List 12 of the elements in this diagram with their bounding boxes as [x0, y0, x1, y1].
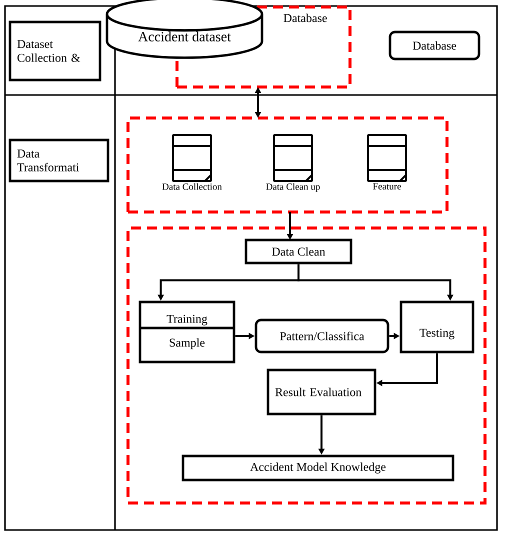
- database-box: Database: [388, 30, 480, 60]
- process-box: Result Evaluation: [266, 368, 376, 416]
- dashed-region: [126, 226, 486, 504]
- database-cylinder: Accident dataset: [106, 0, 264, 59]
- dashed-region: [126, 116, 448, 214]
- process-box: Training Sample: [138, 300, 236, 364]
- process-box: Accident Model Knowledge: [182, 454, 454, 482]
- process-box: Data Clean: [244, 238, 352, 264]
- process-box: Testing: [400, 300, 474, 354]
- lane-label-box: Data Transformati: [8, 138, 110, 182]
- process-box: Pattern/Classifica: [254, 318, 390, 354]
- lane-label-box: Dataset Collection &: [8, 20, 102, 82]
